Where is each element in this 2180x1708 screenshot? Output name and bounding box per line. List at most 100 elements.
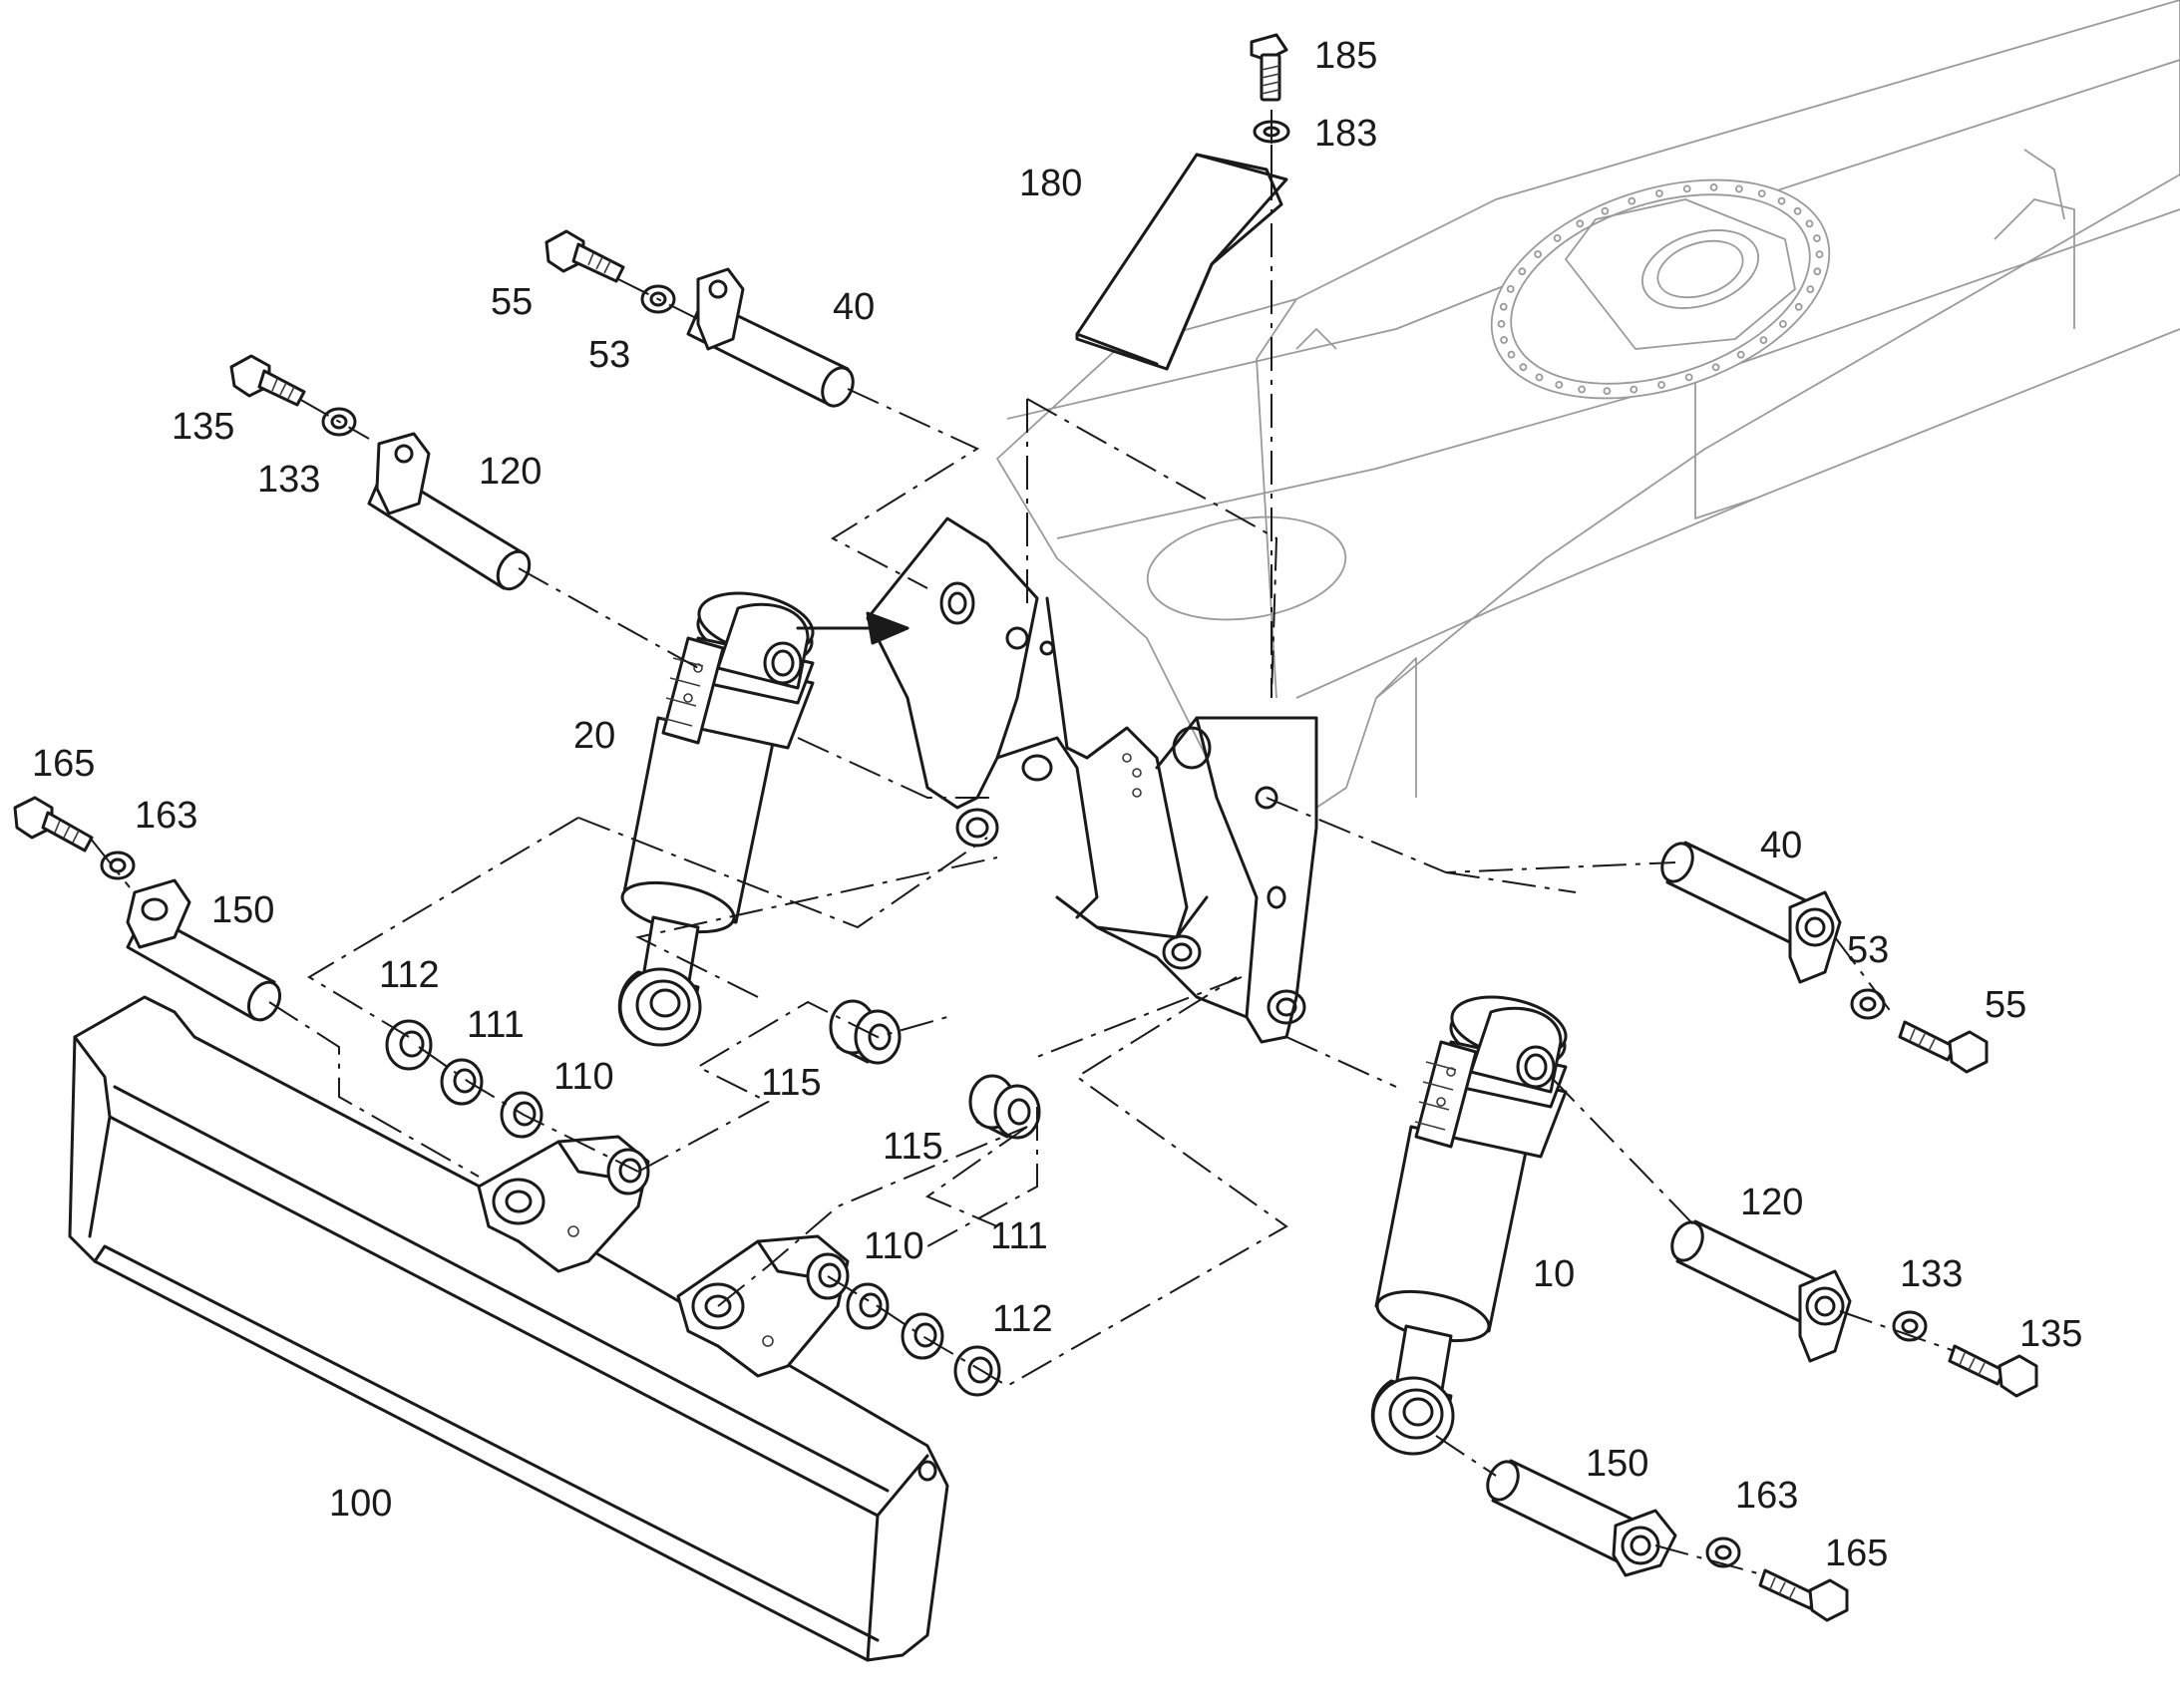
label-115-lower: 115 xyxy=(883,1126,943,1168)
ring-bolt-hole xyxy=(1555,380,1564,389)
label-150-right: 150 xyxy=(1586,1443,1648,1485)
blade-mount-lug-right xyxy=(676,1234,850,1378)
washer-110-left xyxy=(500,1091,544,1139)
ring-bolt-hole xyxy=(1553,233,1562,242)
ring-bolt-hole xyxy=(1576,219,1585,228)
hydraulic-cylinder-20 xyxy=(617,591,909,1047)
label-150-left: 150 xyxy=(211,889,274,931)
ring-bolt-hole xyxy=(1735,184,1743,193)
ring-bolt-hole xyxy=(1813,267,1822,276)
label-165-right: 165 xyxy=(1825,1533,1888,1574)
pin-120-upper xyxy=(367,432,532,591)
assembly-lines xyxy=(89,110,1956,1576)
label-53-right: 53 xyxy=(1847,929,1889,971)
ring-bolt-hole xyxy=(1655,189,1663,197)
bolt-135-upper xyxy=(229,354,306,407)
label-120-right: 120 xyxy=(1740,1182,1803,1223)
bolt-165-right xyxy=(1758,1568,1849,1622)
ring-bolt-hole xyxy=(1779,320,1787,328)
label-133-upper: 133 xyxy=(257,459,320,501)
label-165-left: 165 xyxy=(32,743,95,785)
ring-bolt-hole xyxy=(1793,206,1802,215)
ring-bolt-hole xyxy=(1684,373,1693,382)
ring-bolt-hole xyxy=(1777,196,1786,205)
hydraulic-cylinder-10 xyxy=(1370,995,1568,1456)
pin-150-left xyxy=(126,878,282,1022)
label-112-left: 112 xyxy=(379,954,440,996)
label-185: 185 xyxy=(1314,35,1377,77)
label-120-upper: 120 xyxy=(479,451,542,493)
bolt-135-right xyxy=(1948,1344,2038,1398)
ring-bolt-hole xyxy=(1759,336,1768,345)
label-180: 180 xyxy=(1019,163,1082,204)
pin-120-right xyxy=(1670,1219,1852,1363)
blade-mount-bracket xyxy=(866,516,1318,1044)
blade-mount-lug-left xyxy=(477,1135,650,1273)
bushing-115-lower xyxy=(968,1074,1041,1140)
ring-bolt-hole xyxy=(1794,302,1803,311)
bolt-55-upper xyxy=(545,229,625,283)
ring-bolt-hole xyxy=(1601,206,1610,215)
label-135-right: 135 xyxy=(2019,1313,2082,1355)
label-100: 100 xyxy=(329,1483,392,1525)
part-labels: 185 183 180 55 53 40 135 133 120 20 165 … xyxy=(32,35,2082,1574)
label-20: 20 xyxy=(573,715,615,757)
washer-111-left xyxy=(440,1058,484,1106)
label-163-right: 163 xyxy=(1735,1475,1798,1517)
ring-bolt-hole xyxy=(1630,385,1638,394)
label-40-upper: 40 xyxy=(833,286,875,328)
washer-163-right xyxy=(1705,1537,1741,1568)
washer-110-right xyxy=(846,1282,890,1330)
ring-bolt-hole xyxy=(1518,267,1527,276)
ring-bolt-hole xyxy=(1500,336,1508,344)
washer-163-left xyxy=(100,851,136,880)
ring-bolt-hole xyxy=(1805,219,1814,228)
undercarriage-frame xyxy=(996,0,2180,829)
bolt-55-right xyxy=(1898,1020,1989,1074)
ring-bolt-hole xyxy=(1534,250,1542,258)
ring-bolt-hole xyxy=(1603,387,1612,396)
pin-40-upper xyxy=(686,267,855,408)
ring-bolt-hole xyxy=(1815,250,1824,259)
ring-bolt-hole xyxy=(1806,285,1815,294)
washer-112-left xyxy=(385,1019,433,1071)
ring-bolt-hole xyxy=(1711,363,1720,372)
label-163-left: 163 xyxy=(135,795,197,837)
ring-bolt-hole xyxy=(1682,184,1691,193)
dozer-blade-100 xyxy=(68,995,949,1662)
washer-111-right xyxy=(901,1312,944,1360)
label-53-upper: 53 xyxy=(588,334,630,376)
label-183: 183 xyxy=(1314,113,1377,155)
slewing-ring-bolt-holes xyxy=(1497,182,1824,396)
ring-bolt-hole xyxy=(1736,350,1745,359)
label-111-left: 111 xyxy=(467,1004,525,1046)
bushing-115-upper xyxy=(829,999,902,1065)
ring-bolt-hole xyxy=(1507,350,1516,359)
bolt-185 xyxy=(1250,33,1288,102)
ring-bolt-hole xyxy=(1657,381,1665,389)
cover-plate-180 xyxy=(1075,153,1288,371)
label-110-right: 110 xyxy=(864,1225,924,1267)
label-115-upper: 115 xyxy=(761,1062,822,1104)
ring-bolt-hole xyxy=(1499,302,1508,311)
label-111-right: 111 xyxy=(990,1215,1048,1257)
ring-bolt-hole xyxy=(1628,196,1636,205)
label-55-upper: 55 xyxy=(491,281,533,323)
label-10: 10 xyxy=(1533,1253,1575,1295)
label-55-right: 55 xyxy=(1985,984,2026,1026)
label-112-right: 112 xyxy=(992,1298,1053,1340)
label-135-upper: 135 xyxy=(172,406,234,448)
ring-bolt-hole xyxy=(1757,189,1766,198)
washer-53-right xyxy=(1850,988,1886,1020)
ring-bolt-hole xyxy=(1709,182,1718,191)
bolt-165-left xyxy=(13,796,94,853)
ring-bolt-hole xyxy=(1497,319,1506,328)
washer-112-right xyxy=(953,1345,1001,1397)
pin-150-right xyxy=(1486,1459,1677,1577)
ring-bolt-hole xyxy=(1813,234,1821,242)
pin-40-right xyxy=(1660,841,1842,984)
ring-bolt-hole xyxy=(1506,284,1515,293)
label-110-left: 110 xyxy=(553,1056,614,1098)
label-133-right: 133 xyxy=(1900,1253,1963,1295)
